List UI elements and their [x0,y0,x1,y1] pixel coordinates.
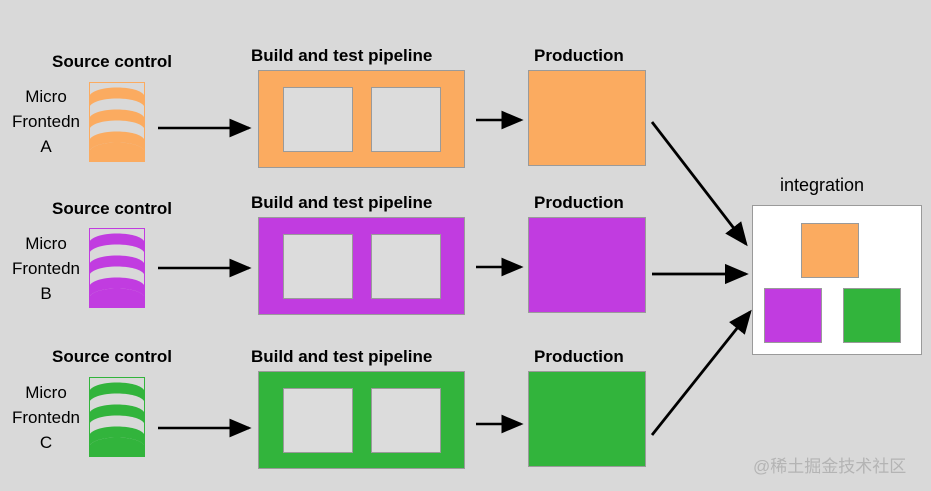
source-control-title-b: Source control [52,199,172,218]
micro-frontend-label-b-line3: B [40,284,52,303]
source-control-title-a: Source control [52,52,172,71]
watermark: @稀土掘金技术社区 [753,457,907,476]
production-box-a [528,70,646,166]
pipeline-slot-c-1 [282,387,353,453]
pipeline-box-c [258,371,465,469]
integration-tile-b [764,288,822,343]
micro-frontend-label-c-line1: Micro [25,383,67,402]
micro-frontend-label-b: Micro Frontedn B [0,231,92,306]
pipeline-title-a: Build and test pipeline [251,46,433,65]
database-cylinder-glyph-b [89,228,145,308]
arrow-production-c-to-integration [650,309,752,436]
micro-frontend-label-a-line1: Micro [25,87,67,106]
arrow-production-a-to-integration [650,121,748,247]
micro-frontend-label-a-line3: A [40,137,52,156]
micro-frontend-label-b-line2: Frontedn [11,259,81,278]
production-title-c: Production [534,347,624,366]
pipeline-slot-a-1 [282,86,353,152]
production-box-c [528,371,646,467]
pipeline-slot-b-1 [282,233,353,299]
micro-frontend-label-c-line3: C [39,433,53,452]
integration-tile-c [843,288,901,343]
integration-tile-a [801,223,859,278]
integration-panel [752,205,922,355]
database-cylinder-icon-c [89,377,145,457]
database-cylinder-icon-b [89,228,145,308]
micro-frontend-label-c-line2: Frontedn [11,408,81,427]
production-box-b [528,217,646,313]
pipeline-slot-a-2 [370,86,441,152]
production-title-a: Production [534,46,624,65]
source-control-title-c: Source control [52,347,172,366]
pipeline-slot-c-2 [370,387,441,453]
micro-frontend-label-a: Micro Frontedn A [0,84,92,159]
micro-frontend-label-a-line2: Frontedn [11,112,81,131]
pipeline-box-a [258,70,465,168]
micro-frontend-label-b-line1: Micro [25,234,67,253]
database-cylinder-icon-a [89,82,145,162]
production-title-b: Production [534,193,624,212]
pipeline-title-b: Build and test pipeline [251,193,433,212]
pipeline-box-b [258,217,465,315]
pipeline-title-c: Build and test pipeline [251,347,433,366]
database-cylinder-glyph-a [89,82,145,162]
database-cylinder-glyph-c [89,377,145,457]
micro-frontend-label-c: Micro Frontedn C [0,380,92,455]
pipeline-slot-b-2 [370,233,441,299]
integration-title: integration [780,175,865,195]
